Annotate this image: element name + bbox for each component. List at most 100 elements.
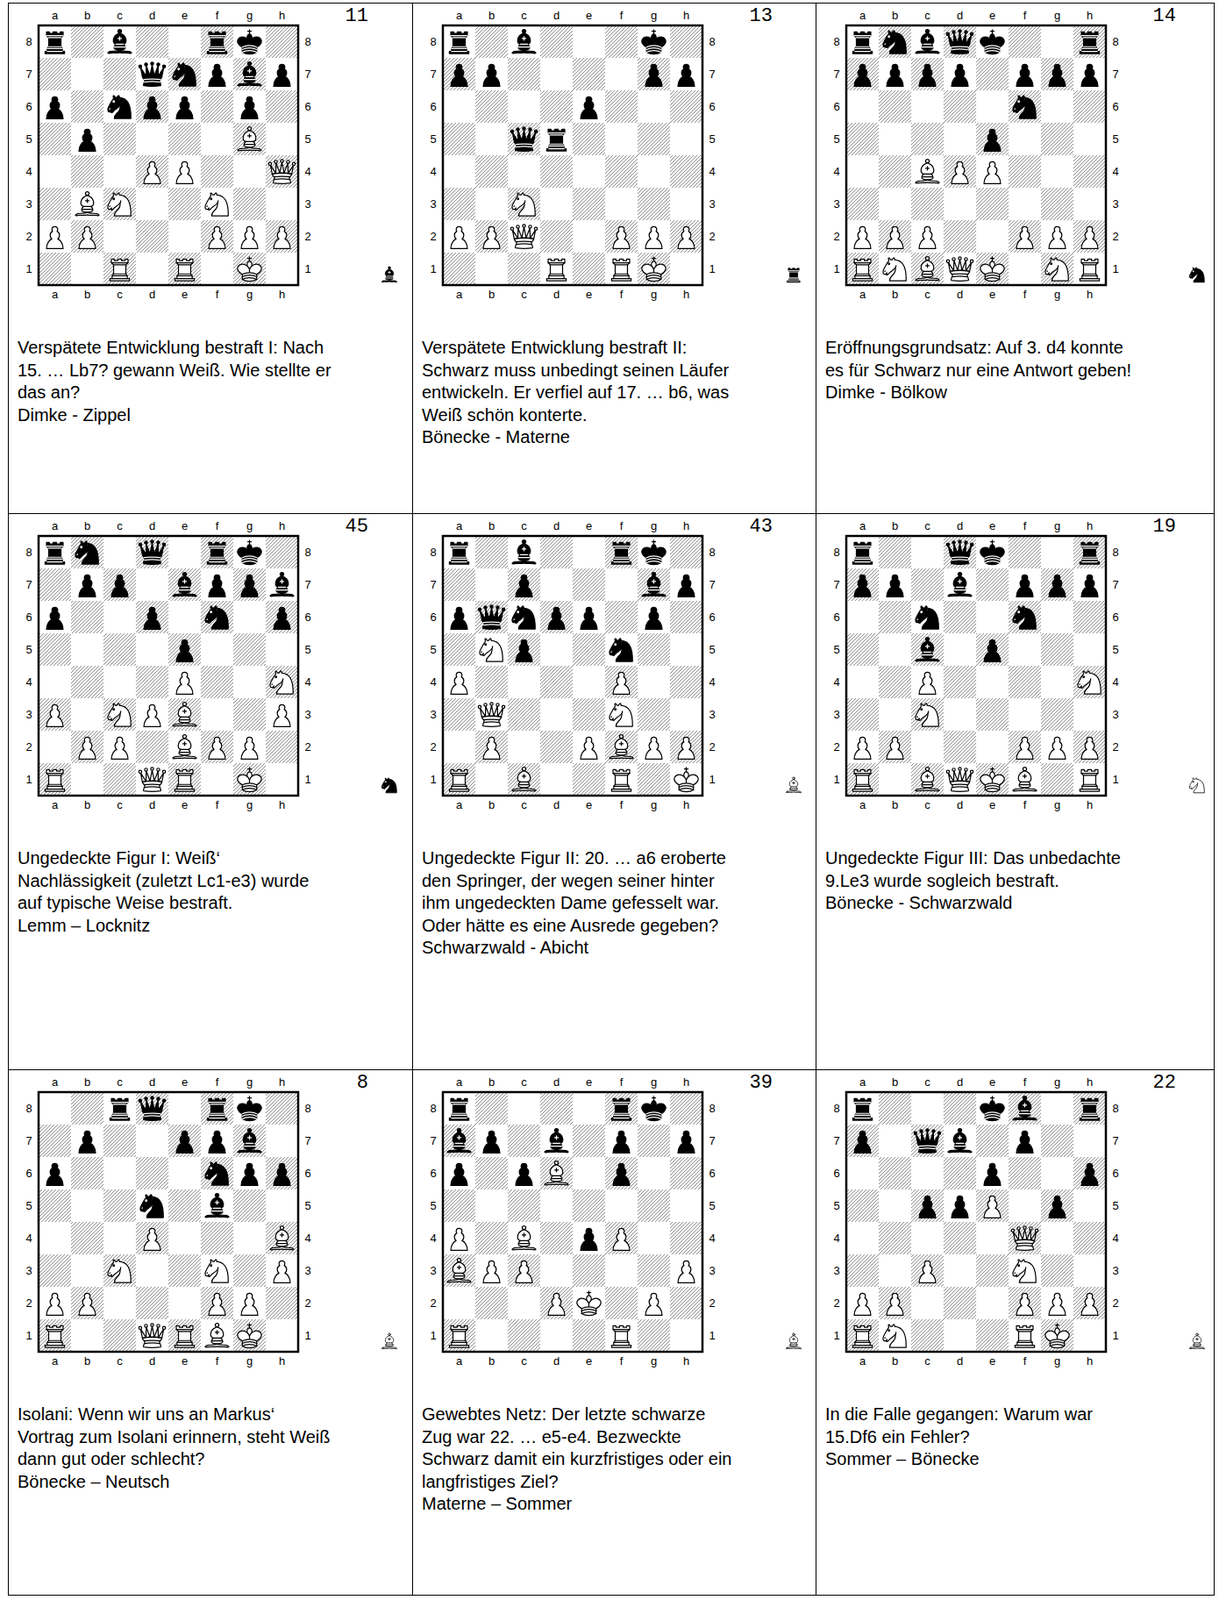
chess-piece <box>946 540 973 564</box>
chess-piece <box>241 1162 258 1185</box>
board-square <box>265 122 299 156</box>
board-square <box>38 1189 72 1222</box>
board-square <box>637 1318 671 1352</box>
board-square <box>1008 122 1041 156</box>
chess-piece <box>641 29 666 55</box>
board-square <box>637 90 671 123</box>
board-square <box>265 698 299 731</box>
board-square <box>71 1156 104 1190</box>
piece-part <box>554 1161 558 1165</box>
piece-part <box>247 767 251 772</box>
chess-piece <box>206 1097 227 1120</box>
chess-piece <box>946 767 973 792</box>
chess-piece <box>449 541 469 564</box>
piece-part <box>46 704 64 727</box>
piece-part <box>884 1329 891 1338</box>
piece-part <box>513 611 520 620</box>
board-square <box>1040 762 1074 796</box>
chess-piece <box>1048 574 1066 597</box>
piece-part <box>273 64 291 86</box>
piece-part <box>206 611 213 620</box>
board-square <box>976 187 1009 221</box>
chess-piece <box>78 1292 96 1315</box>
board-square <box>168 762 201 796</box>
rank-number: 1 <box>827 262 846 277</box>
rank-number: 8 <box>1106 35 1125 50</box>
board-square <box>943 698 977 731</box>
rank-number: 2 <box>424 740 442 755</box>
piece-part <box>205 1161 219 1180</box>
board-square <box>846 187 879 221</box>
chess-piece <box>641 540 666 565</box>
file-letter: d <box>951 519 970 534</box>
piece-part <box>46 226 64 249</box>
board-square <box>135 187 169 221</box>
rank-number: 4 <box>424 675 442 690</box>
piece-part <box>140 1325 164 1338</box>
piece-part <box>613 546 630 563</box>
rank-number: 5 <box>1106 132 1125 147</box>
board-square <box>38 1254 72 1287</box>
piece-part <box>450 35 468 52</box>
chess-piece <box>1079 769 1099 792</box>
piece-part <box>984 45 999 53</box>
board-square <box>976 90 1009 123</box>
board-square <box>135 220 169 253</box>
file-letter: h <box>1081 287 1099 302</box>
piece-part <box>143 1112 160 1116</box>
file-letter: c <box>919 798 937 813</box>
piece-part <box>176 639 193 662</box>
piece-part <box>1190 270 1195 277</box>
file-letter: e <box>580 798 599 813</box>
board-square <box>103 633 136 666</box>
piece-part <box>176 96 193 119</box>
board-square <box>200 1286 234 1319</box>
chess-piece <box>886 1292 904 1315</box>
puzzle-cell: 11Verspätete Entwicklung bestraft I: Nac… <box>7 2 414 514</box>
chess-piece <box>237 1096 262 1121</box>
file-letter: f <box>1016 1354 1034 1369</box>
piece-part <box>449 541 469 564</box>
piece-part <box>384 269 393 280</box>
board-square <box>878 698 912 731</box>
chess-piece <box>1081 226 1098 249</box>
piece-part <box>276 579 287 591</box>
piece-part <box>990 540 994 545</box>
piece-part <box>109 708 115 717</box>
piece-part <box>237 147 262 151</box>
rank-number: 4 <box>424 164 442 179</box>
file-letter: g <box>241 287 259 302</box>
board-square <box>38 762 72 796</box>
board-square <box>233 1091 266 1125</box>
chess-piece <box>674 767 699 792</box>
board-square <box>637 25 671 58</box>
board-square <box>103 1318 136 1352</box>
board-square <box>475 1189 508 1222</box>
board-square <box>1073 252 1106 286</box>
board-square <box>200 1221 234 1255</box>
chess-piece <box>886 736 904 759</box>
board-square <box>475 698 508 731</box>
piece-part <box>677 226 695 249</box>
chess-piece <box>75 541 99 564</box>
puzzle-cell: 45Ungedeckte Figur I: Weiß‘ Nachlässigke… <box>7 513 414 1070</box>
piece-part <box>483 1130 500 1153</box>
piece-part <box>109 100 115 109</box>
piece-part <box>449 1325 469 1348</box>
board-square <box>265 600 299 634</box>
piece-part <box>206 1167 213 1176</box>
board-square <box>637 1221 671 1255</box>
piece-part <box>385 1337 393 1345</box>
board-square <box>168 633 201 666</box>
piece-part <box>915 49 940 54</box>
file-letter: e <box>176 519 194 534</box>
piece-part <box>456 1128 461 1133</box>
piece-part <box>481 618 501 629</box>
board-square <box>670 1318 703 1352</box>
board-square <box>637 1156 671 1190</box>
piece-part <box>544 1148 569 1153</box>
rank-number: 4 <box>20 1231 38 1246</box>
board-square <box>442 698 476 731</box>
board-square <box>846 155 879 188</box>
piece-part <box>645 226 663 249</box>
